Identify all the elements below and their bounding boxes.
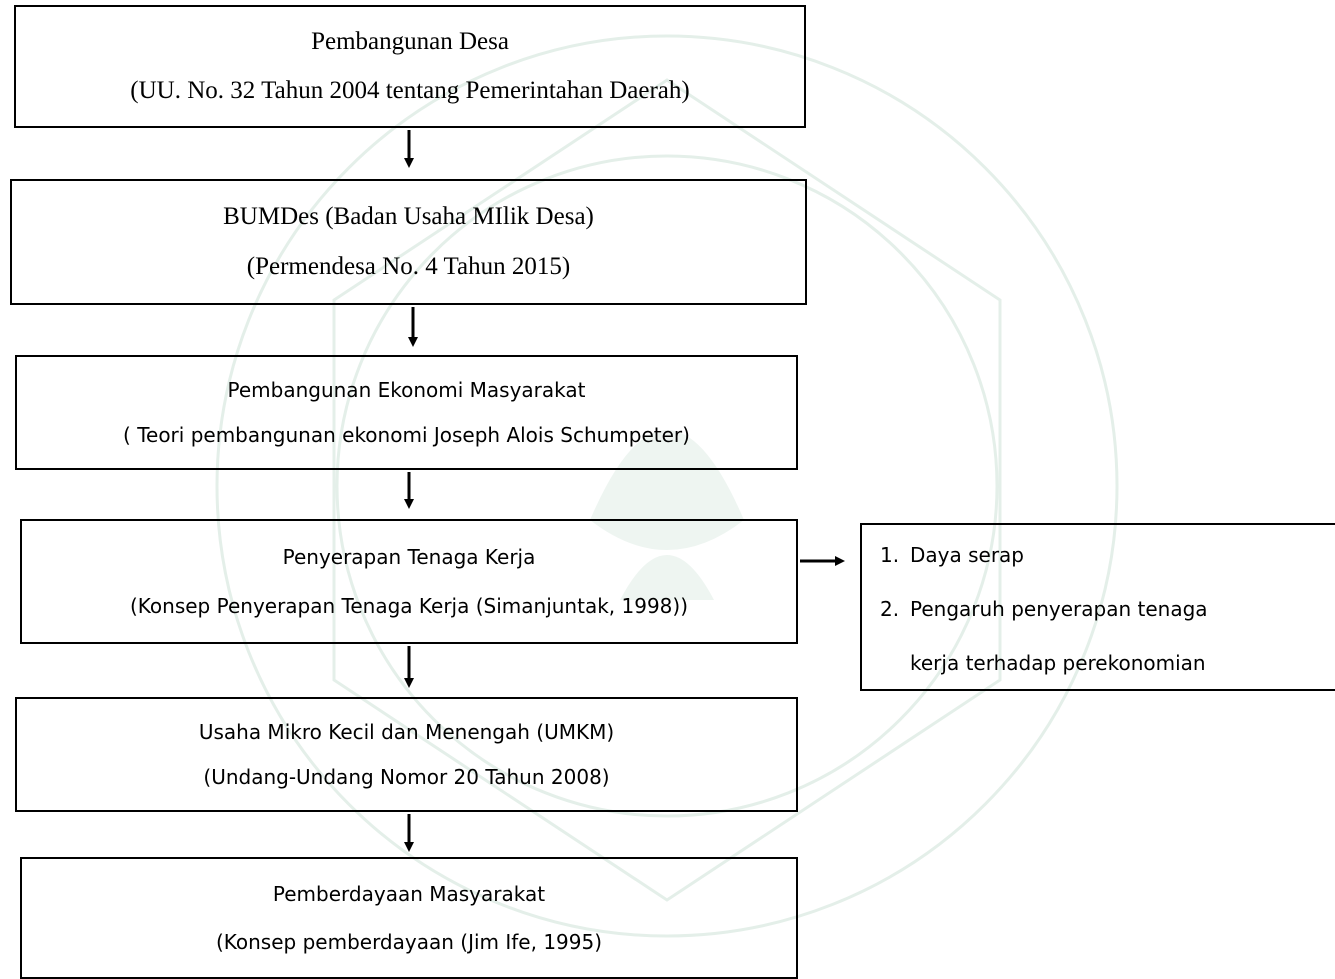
box-title: Pemberdayaan Masyarakat xyxy=(272,882,546,907)
box-reference: (Permendesa No. 4 Tahun 2015) xyxy=(246,253,571,280)
box-pembangunan-ekonomi: Pembangunan Ekonomi Masyarakat ( Teori p… xyxy=(15,355,798,470)
list-number: 1. xyxy=(880,543,900,567)
box-penyerapan-tenaga-kerja: Penyerapan Tenaga Kerja (Konsep Penyerap… xyxy=(20,519,798,644)
list-text: Pengaruh penyerapan tenaga xyxy=(910,597,1208,621)
box-pemberdayaan-masyarakat: Pemberdayaan Masyarakat (Konsep pemberda… xyxy=(20,857,798,979)
list-text-continuation: kerja terhadap perekonomian xyxy=(910,651,1206,675)
box-reference: (Konsep Penyerapan Tenaga Kerja (Simanju… xyxy=(130,593,688,618)
box-umkm: Usaha Mikro Kecil dan Menengah (UMKM) (U… xyxy=(15,697,798,812)
box-bumdes: BUMDes (Badan Usaha MIlik Desa) (Permend… xyxy=(10,179,807,305)
box-title: Pembangunan Ekonomi Masyarakat xyxy=(227,378,586,402)
box-title: BUMDes (Badan Usaha MIlik Desa) xyxy=(223,203,594,230)
list-item: 2. Pengaruh penyerapan tenaga xyxy=(880,597,1208,621)
box-pembangunan-desa: Pembangunan Desa (UU. No. 32 Tahun 2004 … xyxy=(14,5,806,128)
box-reference: (Undang-Undang Nomor 20 Tahun 2008) xyxy=(203,765,610,789)
box-reference: (UU. No. 32 Tahun 2004 tentang Pemerinta… xyxy=(130,77,690,104)
box-title: Usaha Mikro Kecil dan Menengah (UMKM) xyxy=(198,720,615,744)
box-reference: ( Teori pembangunan ekonomi Joseph Alois… xyxy=(123,423,690,447)
box-reference: (Konsep pemberdayaan (Jim Ife, 1995) xyxy=(215,929,603,954)
list-item: 1. Daya serap xyxy=(880,543,1024,567)
box-title: Penyerapan Tenaga Kerja xyxy=(282,545,536,570)
list-text: Daya serap xyxy=(910,543,1025,567)
box-title: Pembangunan Desa xyxy=(311,28,509,55)
list-number: 2. xyxy=(880,597,900,621)
side-list-box: 1. Daya serap 2. Pengaruh penyerapan tenag… xyxy=(860,523,1335,691)
